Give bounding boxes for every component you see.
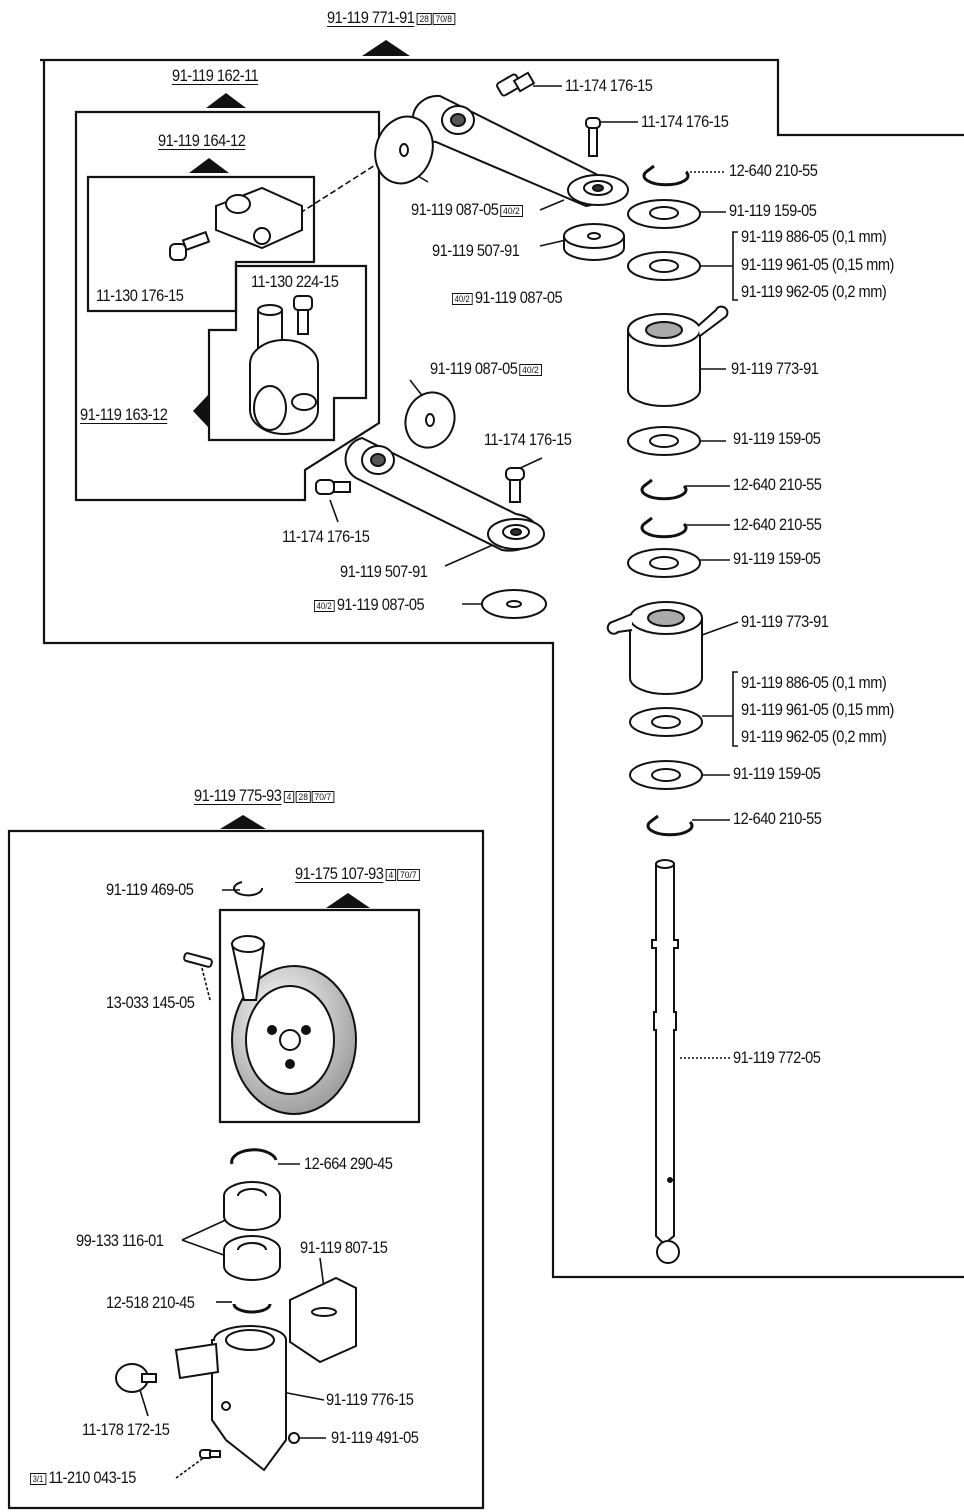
subassembly-c-label: 91-119 163-12 bbox=[80, 405, 168, 424]
part-label: 12-640 210-55 bbox=[733, 809, 822, 828]
main-assembly-frame bbox=[40, 58, 964, 1279]
part-label: 12-640 210-55 bbox=[729, 161, 818, 180]
subassembly-a-marker bbox=[206, 93, 246, 108]
ball-lower bbox=[288, 1432, 300, 1444]
screw-b1 bbox=[169, 230, 211, 261]
subassembly-b-marker bbox=[189, 158, 229, 173]
screw-b2 bbox=[293, 295, 313, 335]
subassembly-b-label: 91-119 164-12 bbox=[158, 131, 246, 150]
part-label: 91-119 962-05 (0,2 mm) bbox=[741, 727, 887, 746]
pin-lower-1 bbox=[183, 952, 213, 968]
part-label: 91-119 886-05 (0,1 mm) bbox=[741, 673, 887, 692]
bearing-2 bbox=[223, 1235, 281, 1281]
part-label: 13-033 145-05 bbox=[106, 993, 195, 1012]
part-label: 91-119 773-91 bbox=[741, 612, 829, 631]
part-label: 91-119 507-91 bbox=[432, 241, 520, 260]
lower-assembly-frame bbox=[7, 829, 485, 1510]
part-label: 12-640 210-55 bbox=[733, 475, 822, 494]
disc-left-1 bbox=[374, 115, 434, 185]
part-label: 11-130 224-15 bbox=[251, 272, 339, 291]
eccentric-part bbox=[249, 304, 319, 435]
retaining-ring-4 bbox=[646, 814, 694, 837]
vertical-shaft bbox=[651, 859, 680, 1264]
link-arm-1 bbox=[411, 94, 629, 208]
part-label: 91-119 159-05 bbox=[733, 764, 821, 783]
retaining-ring-lower bbox=[232, 1303, 272, 1314]
screw-mid-1 bbox=[505, 467, 525, 503]
subassembly-a-label: 91-119 162-11 bbox=[172, 66, 259, 85]
part-label: 11-178 172-15 bbox=[82, 1420, 170, 1439]
screw-mid-2 bbox=[315, 479, 351, 495]
part-label: 91-119 159-05 bbox=[733, 549, 821, 568]
lower-subassembly-marker bbox=[326, 893, 370, 908]
housing-lower bbox=[174, 1325, 287, 1472]
part-label: 91-119 773-91 bbox=[731, 359, 819, 378]
clamp-block bbox=[215, 186, 303, 250]
circlip-lower bbox=[230, 1148, 278, 1165]
disc-lower-1 bbox=[481, 589, 547, 619]
part-label: 91-119 886-05 (0,1 mm) bbox=[741, 227, 887, 246]
subassembly-b-frame bbox=[86, 175, 316, 313]
lower-assembly-marker bbox=[220, 815, 266, 829]
part-label: 91-119 772-05 bbox=[733, 1048, 821, 1067]
subassembly-c-frame bbox=[207, 264, 368, 442]
part-label: 91-119 159-05 bbox=[729, 201, 817, 220]
main-assembly-marker bbox=[362, 40, 410, 56]
part-label: 91-119 491-05 bbox=[331, 1428, 419, 1447]
bushing-2 bbox=[606, 601, 703, 695]
part-label: 91-119 469-05 bbox=[106, 880, 194, 899]
part-label: 11-130 176-15 bbox=[96, 286, 184, 305]
retaining-ring-2 bbox=[640, 478, 688, 501]
part-label: 91-119 961-05 (0,15 mm) bbox=[741, 700, 894, 719]
shim-group-bracket-2 bbox=[702, 671, 738, 747]
part-label: 12-640 210-55 bbox=[733, 515, 822, 534]
bushing-1 bbox=[627, 305, 729, 407]
part-label: 99-133 116-01 bbox=[76, 1231, 164, 1250]
screw-lower-2 bbox=[199, 1449, 221, 1459]
ring-lower-1 bbox=[233, 881, 263, 897]
subassembly-c-marker bbox=[193, 395, 208, 427]
link-arm-2 bbox=[344, 436, 545, 552]
screw-top-1 bbox=[496, 71, 536, 97]
part-label: 91-119 776-15 bbox=[326, 1390, 414, 1409]
screw-top-2 bbox=[585, 117, 601, 157]
part-label: 11-174 176-15 bbox=[565, 76, 653, 95]
bevel-gear bbox=[230, 935, 357, 1115]
subassembly-a-frame bbox=[74, 110, 381, 502]
disc-upper-1 bbox=[563, 223, 625, 261]
bracket-lower bbox=[289, 1276, 357, 1364]
bearing-1 bbox=[223, 1181, 281, 1231]
part-label: 12-664 290-45 bbox=[304, 1154, 393, 1173]
thumb-screw bbox=[115, 1363, 157, 1393]
part-label: 11-174 176-15 bbox=[282, 527, 370, 546]
retaining-ring-3 bbox=[640, 516, 688, 539]
retaining-ring-1 bbox=[642, 164, 690, 187]
part-label: 11-174 176-15 bbox=[484, 430, 572, 449]
shim-group-bracket-1 bbox=[700, 231, 738, 301]
part-label: 91-119 507-91 bbox=[340, 562, 428, 581]
part-label: 91-119 159-05 bbox=[733, 429, 821, 448]
lower-subassembly-frame bbox=[218, 908, 421, 1124]
part-label: 91-119 962-05 (0,2 mm) bbox=[741, 282, 887, 301]
part-label: 91-119 807-15 bbox=[300, 1238, 388, 1257]
disc-left-2 bbox=[404, 391, 456, 449]
part-label: 12-518 210-45 bbox=[106, 1293, 195, 1312]
part-label: 11-174 176-15 bbox=[641, 112, 729, 131]
part-label: 91-119 961-05 (0,15 mm) bbox=[741, 255, 894, 274]
